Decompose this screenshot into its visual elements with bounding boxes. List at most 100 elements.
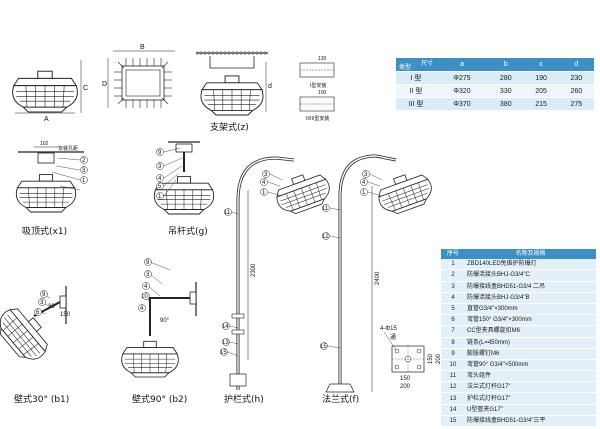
caption-ceiling: 吸顶式(x1) — [22, 227, 68, 237]
svg-text:3: 3 — [40, 300, 44, 306]
svg-text:10: 10 — [141, 294, 148, 300]
dimension-header-b: b — [488, 58, 524, 72]
guardrail-pole-view: 2300 3 4 1 11 14 13 15 — [220, 156, 335, 390]
svg-text:1: 1 — [362, 190, 366, 196]
svg-text:13: 13 — [222, 340, 229, 346]
svg-text:4: 4 — [158, 176, 162, 182]
dim-2300-label: 2300 — [251, 263, 257, 277]
parts-header-name: 名称及规格 — [465, 249, 596, 260]
svg-text:3: 3 — [364, 172, 368, 178]
svg-text:1: 1 — [262, 190, 266, 196]
dimension-table: 尺寸 类型 a b c d I 型 Φ275 280 190 230 II 型 … — [396, 58, 594, 111]
caption-wall30: 壁式30° (b1) — [14, 395, 70, 405]
dim-150-label: 150 — [60, 312, 71, 318]
svg-text:11: 11 — [322, 206, 329, 212]
caption-guardrail: 护栏式(h) — [224, 395, 264, 405]
dim-150-vert-label: 150 — [428, 353, 434, 364]
svg-text:1: 1 — [158, 194, 162, 200]
dim-102-label: 102 — [40, 141, 49, 147]
type1-label: I型安装 — [310, 82, 326, 89]
svg-text:3: 3 — [146, 272, 150, 278]
svg-text:4: 4 — [140, 306, 144, 312]
dim-a-label: A — [44, 116, 49, 123]
svg-text:1: 1 — [82, 178, 86, 184]
svg-text:15: 15 — [220, 350, 227, 356]
dimension-table-corner: 尺寸 类型 — [396, 58, 436, 72]
svg-text:14: 14 — [222, 324, 229, 330]
svg-text:2: 2 — [82, 158, 86, 164]
wall-90-view: 90° 9 3 4 10 4 — [121, 258, 197, 378]
svg-text:4: 4 — [262, 180, 266, 186]
wall-30-view: 150 30° 9 3 6 — [0, 286, 71, 368]
dim-d-label: D — [102, 81, 107, 88]
dim-200-horiz-label: 200 — [400, 384, 411, 390]
bracket-style-view: d — [196, 51, 272, 116]
dimension-header-d: d — [558, 58, 594, 72]
svg-text:9: 9 — [42, 292, 46, 298]
angle-30-label: 30° — [48, 304, 58, 310]
dimension-row: III 型 Φ370 380 215 275 — [396, 97, 594, 111]
svg-text:5: 5 — [158, 184, 162, 190]
dimension-header-a: a — [436, 58, 489, 72]
pendant-mount-view: 9 3 4 5 1 — [153, 141, 215, 215]
mounting-detail: 130 I型安装 100 II/III型安装 — [299, 56, 335, 122]
svg-text:4: 4 — [362, 180, 366, 186]
dimension-row: I 型 Φ275 280 190 230 — [396, 71, 594, 85]
svg-text:4: 4 — [144, 284, 148, 290]
svg-text:11: 11 — [224, 210, 231, 216]
dim-d-small-label: d — [268, 83, 272, 90]
type2-label: II/III型安装 — [306, 115, 329, 122]
svg-text:9: 9 — [146, 260, 150, 266]
angle-90-label: 90° — [160, 318, 170, 324]
dim-c-label: C — [83, 85, 88, 92]
dim-100-label: 100 — [318, 90, 327, 96]
dim-130-label: 130 — [318, 56, 327, 62]
install-hole-label: 安装孔距 — [58, 145, 78, 152]
svg-text:3: 3 — [82, 168, 86, 174]
dimension-row: II 型 Φ320 330 205 260 — [396, 84, 594, 98]
dim-b-label: B — [140, 44, 145, 51]
dim-200-vert-label: 200 — [436, 353, 442, 364]
svg-text:15: 15 — [320, 344, 327, 350]
caption-wall90: 壁式90° (b2) — [132, 395, 188, 405]
parts-table-header: 序号 名称及规格 — [441, 249, 596, 260]
front-view: A C — [12, 60, 88, 123]
svg-text:3: 3 — [264, 172, 268, 178]
svg-text:6: 6 — [36, 310, 40, 316]
dimension-header-c: c — [523, 58, 559, 72]
ceiling-mount-view: 102 安装孔距 2 3 1 — [15, 141, 88, 213]
caption-flange: 法兰式(f) — [322, 395, 360, 405]
svg-text:12: 12 — [322, 234, 329, 240]
svg-text:3: 3 — [158, 164, 162, 170]
dim-150-horiz-label: 150 — [400, 376, 411, 382]
dimension-table-header: 尺寸 类型 a b c d — [396, 58, 594, 72]
parts-header-no: 序号 — [441, 249, 465, 260]
dim-2400-label: 2400 — [375, 271, 381, 285]
holes-label: 4-Φ15 — [380, 326, 397, 332]
base-plate-detail: 4-Φ15 通 150 200 150 200 — [380, 326, 442, 390]
through-label: 通 — [390, 333, 396, 341]
caption-bracket: 支架式(z) — [210, 123, 249, 133]
flange-pole-view: 2400 3 4 1 11 12 15 — [320, 154, 437, 393]
top-view: B D — [102, 44, 175, 108]
svg-text:9: 9 — [158, 150, 162, 156]
caption-pendant: 吊杆式(g) — [168, 227, 208, 237]
